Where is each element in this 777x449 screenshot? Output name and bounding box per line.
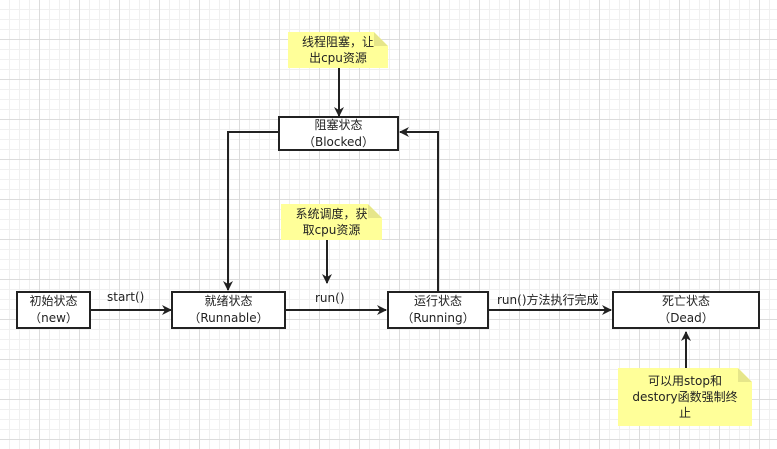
state-blocked-name: 阻塞状态 [314,117,363,132]
edge-label-run: run() [315,291,345,305]
note-system-schedule: 系统调度，获 取cpu资源 [281,204,382,240]
state-runnable: 就绪状态 （Runnable） [171,291,286,329]
note-force-terminate-line2: destory函数强制终 [632,390,738,404]
state-blocked: 阻塞状态 （Blocked） [278,116,399,151]
arrow-blocked-to-runnable [223,131,278,291]
state-runnable-name: 就绪状态 [204,294,253,308]
note-thread-blocked-line2: 出cpu资源 [309,51,367,65]
state-running: 运行状态 （Running） [387,291,489,329]
note-force-terminate-line3: 止 [678,406,691,420]
state-running-name: 运行状态 [413,294,462,308]
edge-label-finish: run()方法执行完成 [497,293,599,307]
state-new-name: 初始状态 [29,294,78,308]
state-blocked-sub: （Blocked） [302,134,375,149]
state-runnable-sub: （Runnable） [188,311,269,325]
note-force-terminate: 可以用stop和 destory函数强制终 止 [618,368,752,426]
state-dead-sub: （Dead） [658,311,714,325]
state-new: 初始状态 （new） [16,291,91,329]
note-fold-icon [374,32,388,46]
note-thread-blocked-line1: 线程阻塞，让 [301,35,374,49]
state-dead-name: 死亡状态 [661,294,710,308]
note-fold-icon [738,368,752,382]
edge-label-start: start() [107,290,145,304]
note-force-terminate-line1: 可以用stop和 [648,374,722,388]
note-system-schedule-line2: 取cpu资源 [302,223,361,237]
note-system-schedule-line1: 系统调度，获 [295,207,368,221]
state-new-sub: （new） [29,311,78,325]
arrow-running-to-blocked [399,127,439,291]
state-running-sub: （Running） [401,311,475,325]
state-dead: 死亡状态 （Dead） [612,291,760,329]
note-thread-blocked: 线程阻塞，让 出cpu资源 [288,32,388,68]
note-fold-icon [368,204,382,218]
